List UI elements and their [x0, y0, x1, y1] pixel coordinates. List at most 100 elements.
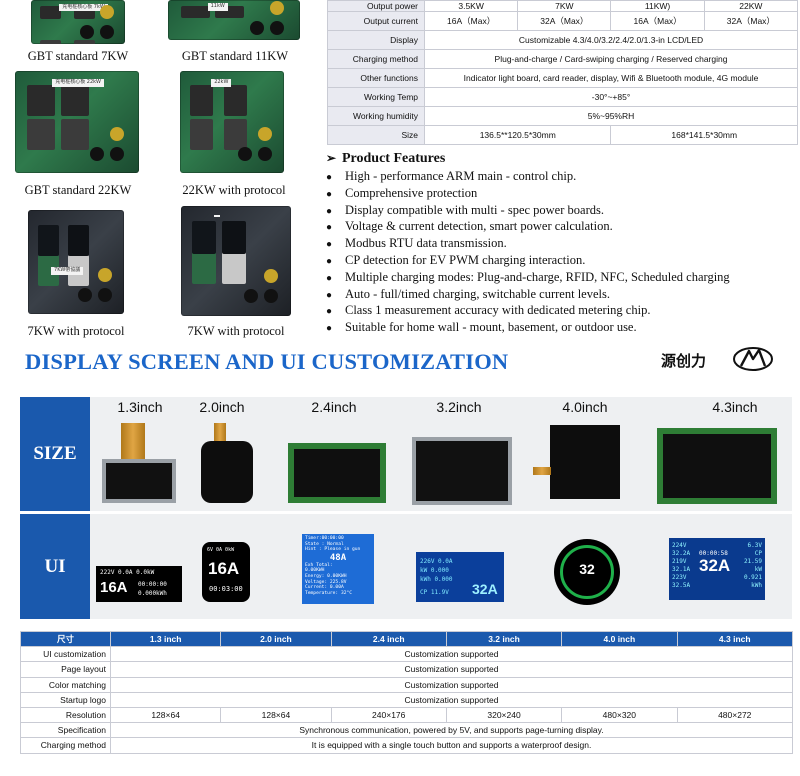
table-row: Working humidity 5%~95%RH	[327, 106, 798, 126]
lcd-3-2inch	[412, 437, 512, 505]
ui-text: State : Normal	[305, 541, 344, 547]
row-label: Resolution	[20, 706, 111, 724]
ui-current: 32A	[699, 556, 731, 575]
ui-text: 223V	[672, 574, 687, 581]
table-cell: 128×64	[220, 706, 332, 724]
table-cell: 5%~95%RH	[424, 106, 798, 126]
brand-name: 源创力	[661, 352, 707, 370]
ui-current: 48A	[329, 552, 347, 563]
table-cell: 16A（Max）	[423, 11, 519, 31]
ui-right-values: 6.3V CP 21.59 kW 0.921 kWh	[744, 542, 762, 590]
arrow-icon: ➢	[326, 151, 337, 165]
ui-text: 222V 0.0A 0.0kW	[100, 569, 155, 576]
table-cell: 168*141.5*30mm	[610, 125, 798, 145]
board-image-7kw-protocol-b	[181, 206, 291, 316]
table-cell: Customization supported	[110, 646, 793, 663]
lcd-2-4inch	[288, 443, 386, 503]
feature-text: Auto - full/timed charging, switchable c…	[345, 286, 610, 301]
lcd-2-0inch	[201, 441, 253, 503]
table-cell: 7KW	[517, 0, 612, 12]
table-cell: 480×320	[561, 706, 678, 724]
list-item: ●Class 1 measurement accuracy with dedic…	[326, 303, 730, 320]
header-cell: 2.0 inch	[220, 630, 332, 648]
board-caption: 22KW with protocol	[182, 183, 286, 197]
ui-text: 6V 0A 0kW	[207, 547, 235, 553]
size-label: 1.3inch	[117, 399, 163, 415]
ui-text: 21.59	[743, 558, 762, 565]
row-label: Charging method	[20, 737, 111, 754]
ui-text: CP 11.9V	[420, 589, 449, 596]
ui-side-label: UI	[20, 514, 90, 619]
header-cell: 4.3 inch	[676, 630, 793, 648]
table-row: Output current 16A（Max） 32A（Max） 16A（Max…	[327, 11, 799, 31]
ui-label-text: UI	[44, 555, 66, 577]
feature-text: Modbus RTU data transmission.	[345, 236, 507, 251]
table-header-row: 尺寸 1.3 inch 2.0 inch 2.4 inch 3.2 inch 4…	[20, 630, 793, 648]
board-label	[214, 214, 220, 217]
table-cell: Customization supported	[110, 691, 793, 708]
ui-text: 00:00:00	[138, 581, 167, 588]
ui-screen-3-2inch: 226V 0.0A kW 0.000 kWh 0.000 CP 11.9V 32…	[416, 552, 504, 602]
table-cell: 480×272	[676, 706, 793, 724]
ui-panel: UI 222V 0.0A 0.0kW 16A 00:00:00 0.000kWh…	[20, 514, 792, 619]
board-image-gbt-11kw: 11kW	[168, 0, 300, 40]
size-side-label: SIZE	[20, 397, 90, 511]
table-row: UI customization Customization supported	[20, 646, 793, 663]
bullet-icon: ●	[326, 272, 333, 284]
row-label: UI customization	[20, 646, 111, 663]
lcd-ribbon	[214, 423, 226, 443]
board-caption: GBT standard 7KW	[27, 49, 129, 63]
ui-left-values: 224V 32.2A 219V 32.1A 223V 32.5A	[672, 542, 690, 590]
table-row: Specification Synchronous communication,…	[20, 722, 793, 739]
size-label-text: SIZE	[33, 443, 77, 464]
table-cell: Customization supported	[110, 661, 793, 678]
ui-text: Temperature: 32°C	[305, 590, 353, 596]
table-row: Color matching Customization supported	[20, 676, 793, 693]
size-label: 3.2inch	[436, 399, 482, 415]
bullet-icon: ●	[326, 205, 333, 217]
table-cell: 32A（Max）	[517, 11, 612, 31]
ui-text: Hint : Please in gun	[305, 547, 361, 553]
spec-table: Output power 3.5KW 7KW 11KW) 22KW Output…	[327, 0, 799, 145]
list-item: ● Multiple charging modes: Plug-and-charg…	[326, 270, 730, 287]
row-label: Output current	[327, 11, 425, 31]
ui-text: kWh	[751, 582, 762, 589]
table-cell: Synchronous communication, powered by 5V…	[110, 722, 793, 739]
board-image-gbt-7kw: 充电桩核心板 7kW	[31, 0, 125, 44]
table-row: Page layout Customization supported	[20, 661, 793, 678]
ui-current: 16A	[208, 559, 240, 578]
header-cell: 尺寸	[20, 630, 111, 648]
ui-text: 224V	[672, 542, 687, 549]
row-label: Startup logo	[20, 691, 111, 708]
bullet-icon: ●	[326, 255, 333, 267]
row-label: Output power	[327, 0, 425, 12]
board-label: 7KW帶協議	[51, 267, 84, 275]
size-label: 2.0inch	[199, 399, 245, 415]
table-cell: Customizable 4.3/4.0/3.2/2.4/2.0/1.3-in …	[424, 30, 798, 50]
feature-text: Comprehensive protection	[345, 185, 478, 200]
feature-text: High - performance ARM main - control ch…	[345, 169, 577, 183]
list-item: ●High - performance ARM main - control c…	[326, 169, 730, 186]
feature-text: Voltage & current detection, smart power…	[345, 219, 613, 234]
features-title: ➢Product Features	[326, 151, 445, 167]
ui-screen-2-0inch: 6V 0A 0kW 16A 00:03:00	[202, 542, 250, 602]
table-row: Size 136.5**120.5*30mm 168*141.5*30mm	[327, 125, 798, 145]
table-cell: Indicator light board, card reader, disp…	[424, 68, 798, 88]
size-label: 4.3inch	[712, 399, 758, 415]
table-cell: Customization supported	[110, 676, 793, 693]
table-row: Charging method It is equipped with a si…	[20, 737, 793, 754]
ui-current: 16A	[100, 579, 128, 596]
ui-text: Current: 0.00A	[305, 585, 344, 591]
lcd-ribbon	[533, 467, 551, 475]
list-item: ●Suitable for home wall - mount, basemen…	[326, 320, 730, 337]
bullet-icon: ●	[326, 306, 333, 318]
table-cell: 11KW)	[610, 0, 705, 12]
feature-text: Multiple charging modes: Plug-and-charge…	[345, 269, 730, 284]
ui-screen-4-0inch: 32	[554, 539, 620, 605]
table-cell: 240×176	[330, 706, 447, 724]
board-caption: GBT standard 22KW	[24, 183, 132, 197]
board-caption: 7KW with protocol	[27, 324, 125, 338]
bullet-icon: ●	[326, 289, 333, 301]
lcd-1-3inch	[102, 459, 176, 503]
size-panel: SIZE 1.3inch 2.0inch 2.4inch 3.2inch 4.0…	[20, 397, 792, 511]
